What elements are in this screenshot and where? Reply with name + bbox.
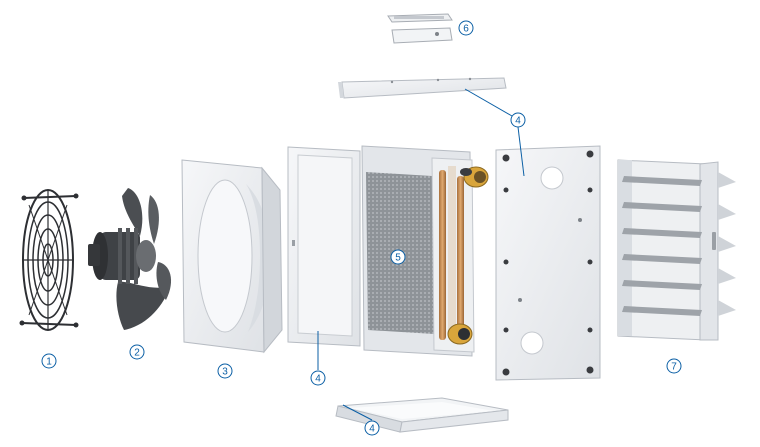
svg-text:4: 4 xyxy=(369,424,375,435)
louvre-grille-icon xyxy=(617,159,736,341)
terminal-box-icon xyxy=(387,13,453,44)
svg-text:2: 2 xyxy=(134,348,140,359)
top-cover-panel-icon xyxy=(338,77,507,99)
axial-fan-motor-icon xyxy=(88,188,172,330)
svg-text:3: 3 xyxy=(222,367,228,378)
callout-4-top: 4 xyxy=(510,112,526,128)
callout-2: 2 xyxy=(129,344,145,360)
heat-exchanger-coil-icon xyxy=(361,145,489,357)
svg-text:5: 5 xyxy=(395,253,401,264)
fan-shroud-icon xyxy=(181,159,283,354)
svg-text:1: 1 xyxy=(46,357,52,368)
svg-text:7: 7 xyxy=(671,362,677,373)
callout-5: 5 xyxy=(390,249,406,265)
leader-lines xyxy=(317,88,525,421)
svg-text:4: 4 xyxy=(515,116,521,127)
callout-3: 3 xyxy=(217,363,233,379)
fan-guard-icon xyxy=(19,189,79,331)
svg-text:6: 6 xyxy=(463,24,469,35)
callout-6: 6 xyxy=(458,20,474,36)
svg-text:4: 4 xyxy=(315,374,321,385)
callout-1: 1 xyxy=(41,353,57,369)
callout-7: 7 xyxy=(666,358,682,374)
callout-4-bottom: 4 xyxy=(364,420,380,436)
left-side-panel-icon xyxy=(287,146,361,347)
callout-4-left: 4 xyxy=(310,370,326,386)
back-plate-icon xyxy=(495,145,601,381)
